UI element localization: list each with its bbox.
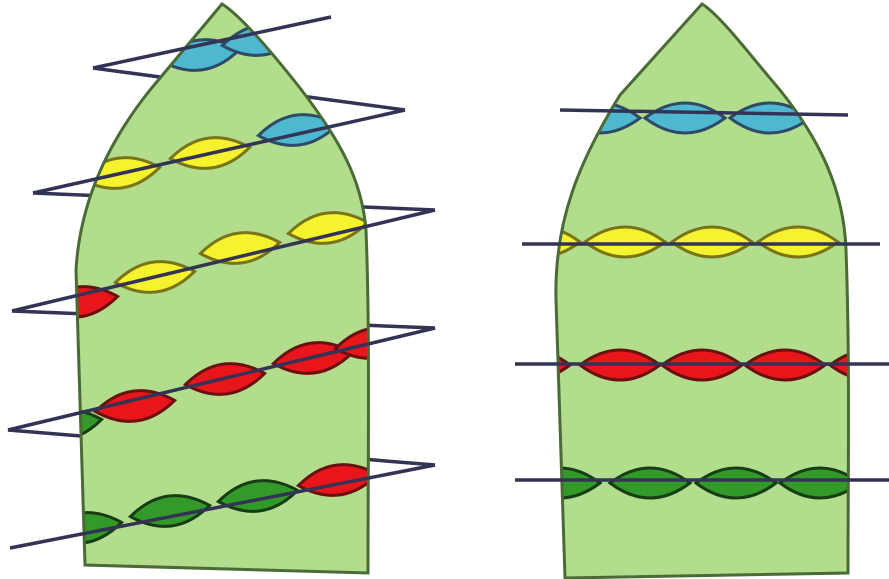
spiral-shoot-panel: [7, 2, 436, 575]
leaf-green: [607, 466, 693, 500]
whorl-line-1: [559, 108, 849, 117]
whorled-shoot-panel: [515, 2, 889, 579]
leaf-red: [92, 389, 178, 423]
whorled-shoot-fill: [555, 4, 849, 578]
leaf-green: [693, 466, 779, 500]
leaf-yellow: [669, 225, 755, 259]
leaf-yellow: [755, 225, 841, 259]
spiral-shoot-outline: [74, 2, 370, 575]
spiral-line-front: [9, 463, 436, 550]
leaf-yellow: [582, 225, 668, 259]
leaf-yellow: [197, 231, 283, 265]
leaf-green: [777, 466, 849, 500]
spiral-line-front: [7, 326, 436, 432]
spiral-line-front: [11, 208, 436, 313]
leaf-green: [127, 494, 213, 528]
spiral-line-front: [32, 108, 406, 195]
whorled-shoot-outline: [554, 2, 850, 579]
spiral-line-front: [92, 15, 332, 70]
leaf-red: [332, 326, 369, 360]
